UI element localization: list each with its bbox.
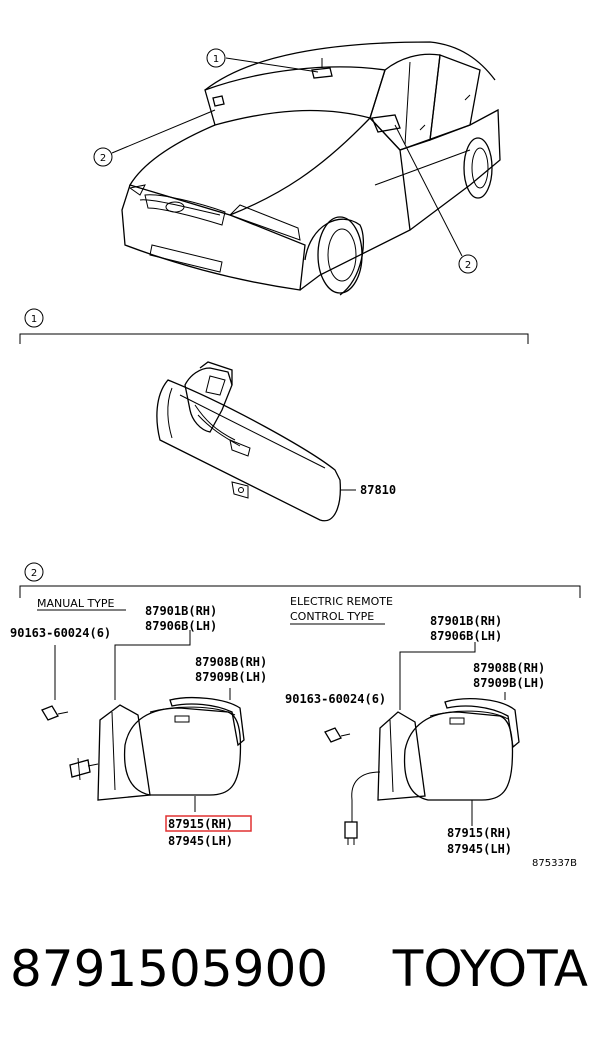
electric-label-2: CONTROL TYPE bbox=[290, 610, 374, 623]
electric-label-1: ELECTRIC REMOTE bbox=[290, 595, 393, 608]
electric-p3-lh: 87945(LH) bbox=[447, 842, 512, 856]
svg-text:1: 1 bbox=[31, 314, 37, 325]
manual-type-label: MANUAL TYPE bbox=[37, 597, 115, 610]
brand-footer: TOYOTA bbox=[392, 940, 588, 998]
callout-2-car-right: 2 bbox=[458, 254, 478, 274]
part-87810-label: 87810 bbox=[360, 483, 396, 497]
manual-p1-rh: 87901B(RH) bbox=[145, 604, 217, 618]
electric-bolt: 90163-60024(6) bbox=[285, 692, 386, 706]
svg-text:2: 2 bbox=[31, 568, 37, 579]
rear-view-mirror bbox=[156, 361, 356, 522]
callout-1-car: 1 bbox=[206, 48, 226, 68]
electric-p2-rh: 87908B(RH) bbox=[473, 661, 545, 675]
electric-p3-rh: 87915(RH) bbox=[447, 826, 512, 840]
section-1-header: 1 bbox=[19, 308, 529, 344]
callout-2-car-left: 2 bbox=[93, 147, 113, 167]
manual-p2-rh: 87908B(RH) bbox=[195, 655, 267, 669]
electric-mirror-drawing bbox=[324, 642, 520, 845]
manual-p2-lh: 87909B(LH) bbox=[195, 670, 267, 684]
highlight-box bbox=[165, 815, 252, 832]
part-number-footer: 8791505900 bbox=[10, 940, 329, 998]
electric-p2-lh: 87909B(LH) bbox=[473, 676, 545, 690]
manual-p3-lh: 87945(LH) bbox=[168, 834, 233, 848]
manual-p1-lh: 87906B(LH) bbox=[145, 619, 217, 633]
electric-p1-lh: 87906B(LH) bbox=[430, 629, 502, 643]
section-2-header: 2 bbox=[19, 562, 581, 598]
electric-p1-rh: 87901B(RH) bbox=[430, 614, 502, 628]
svg-text:1: 1 bbox=[213, 54, 219, 65]
manual-p3-rh: 87915(RH) bbox=[168, 817, 233, 831]
car-illustration bbox=[111, 41, 501, 296]
manual-mirror-drawing bbox=[41, 630, 245, 812]
parts-diagram: 1 2 2 1 87810 2 MANUAL T bbox=[10, 41, 581, 869]
svg-text:2: 2 bbox=[465, 260, 471, 271]
reference-code: 875337B bbox=[532, 858, 577, 869]
svg-text:2: 2 bbox=[100, 153, 106, 164]
manual-bolt: 90163-60024(6) bbox=[10, 626, 111, 640]
